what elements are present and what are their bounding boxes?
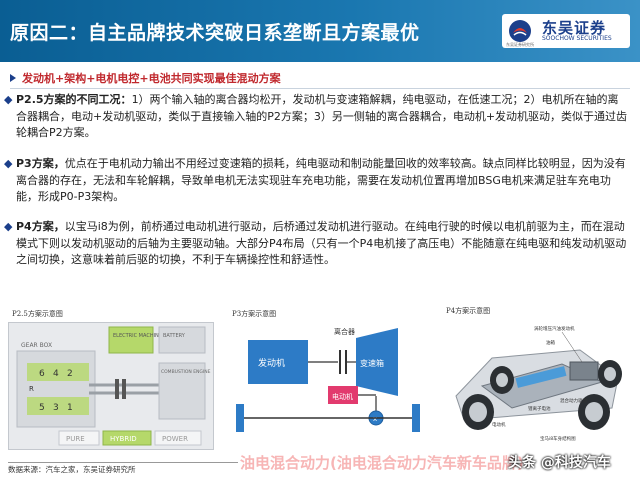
figure-title-p3: P3方案示意图 (232, 310, 277, 318)
diamond-bullet-icon: ◆ (4, 93, 13, 106)
electric-machine-label: ELECTRIC MACHINE (113, 333, 162, 339)
gear-2: 2 (67, 369, 73, 379)
page-title: 原因二：自主品牌技术突破日系垄断且方案最优 (10, 22, 420, 44)
differential-icon: x (373, 415, 377, 423)
label-fuel-tank: 油箱 (546, 339, 555, 346)
paragraph-body: 以宝马i8为例，前桥通过电动机进行驱动，后桥通过发动机进行驱动。在纯电行驶的时候… (16, 220, 627, 266)
figure-caption: 宝马i8车身结构图 (540, 435, 576, 442)
gear-5: 5 (39, 403, 45, 413)
mode-power: POWER (162, 435, 188, 443)
label-li-battery: 锂离子电池 (528, 405, 551, 412)
label-hybrid-drive: 混合动力驱动 (560, 397, 587, 404)
brand-logo: 东吴证券研究所 东吴证券 SOOCHOW SECURITIES (502, 14, 630, 48)
gear-box-label: GEAR BOX (21, 342, 52, 349)
p25-diagram: GEAR BOX 6 4 2 5 3 1 R ELECTRIC MACHINE … (8, 322, 214, 450)
bmw-i8-chassis-image: 涡轮增压汽油发动机 油箱 混合动力驱动 锂离子电池 电动机 宝马i8车身结构图 (442, 316, 628, 444)
figure-title-p25: P2.5方案示意图 (12, 310, 63, 318)
engine-label: 发动机 (258, 357, 285, 369)
soochow-logo-icon (509, 20, 531, 42)
gear-6: 6 (39, 369, 45, 379)
paragraph-lead: P3方案， (16, 157, 65, 170)
title-bar: 原因二：自主品牌技术突破日系垄断且方案最优 东吴证券研究所 东吴证券 SOOCH… (0, 0, 640, 62)
paragraph-body: 优点在于电机动力输出不用经过变速箱的损耗，纯电驱动和制动能量回收的效率较高。缺点… (16, 157, 626, 203)
gearbox-label: 变速箱 (360, 358, 384, 368)
label-motor: 电动机 (492, 421, 506, 428)
paragraph-lead: P2.5方案的不同工况： (16, 93, 132, 106)
gear-4: 4 (53, 369, 59, 379)
mode-hybrid: HYBRID (110, 435, 137, 443)
logo-subtext: 东吴证券研究所 (506, 42, 534, 47)
source-divider (8, 462, 238, 463)
paragraph-p3: ◆ P3方案，优点在于电机动力输出不用经过变速箱的损耗，纯电驱动和制动能量回收的… (4, 156, 628, 206)
diamond-bullet-icon: ◆ (4, 220, 13, 233)
gear-r: R (29, 385, 34, 393)
p3-diagram: 发动机 离合器 变速箱 电动机 x (230, 320, 426, 448)
paragraph-p25: ◆ P2.5方案的不同工况：1）两个输入轴的离合器均松开，发动机与变速箱解耦，纯… (4, 92, 628, 142)
divider (10, 88, 630, 89)
battery-label: BATTERY (163, 333, 186, 339)
gear-1: 1 (67, 403, 73, 413)
watermark-overlay: 油电混合动力(油电混合动力汽车新车品牌) (240, 454, 524, 472)
logo-english: SOOCHOW SECURITIES (542, 35, 612, 42)
p4-diagram: 涡轮增压汽油发动机 油箱 混合动力驱动 锂离子电池 电动机 宝马i8车身结构图 (442, 316, 628, 444)
toutiao-watermark: 头条 @科技汽车 (508, 455, 611, 471)
paragraph-lead: P4方案， (16, 220, 65, 233)
diamond-bullet-icon: ◆ (4, 157, 13, 170)
section-subtitle: 发动机+架构+电机电控+电池共同实现最佳混动方案 (22, 72, 281, 85)
section-subtitle-row: 发动机+架构+电机电控+电池共同实现最佳混动方案 (10, 70, 281, 86)
p25-diagram-svg: GEAR BOX 6 4 2 5 3 1 R ELECTRIC MACHINE … (9, 323, 213, 449)
paragraph-body: 1）两个输入轴的离合器均松开，发动机与变速箱解耦，纯电驱动，在低速工况；2）电机… (16, 93, 628, 139)
p3-diagram-svg: 发动机 离合器 变速箱 电动机 x (236, 327, 420, 432)
motor-label: 电动机 (332, 392, 353, 401)
label-turbo-engine: 涡轮增压汽油发动机 (534, 325, 575, 332)
figure-title-p4: P4方案示意图 (446, 307, 491, 315)
mode-pure: PURE (66, 435, 85, 443)
logo-chinese: 东吴证券 (542, 19, 607, 37)
paragraph-p4: ◆ P4方案，以宝马i8为例，前桥通过电动机进行驱动，后桥通过发动机进行驱动。在… (4, 219, 628, 269)
clutch-label: 离合器 (334, 327, 355, 336)
data-source: 数据来源：汽车之家，东吴证券研究所 (8, 465, 136, 474)
combustion-engine-label: COMBUSTION ENGINE (161, 369, 211, 375)
triangle-bullet-icon (10, 74, 16, 82)
gear-3: 3 (53, 403, 59, 413)
